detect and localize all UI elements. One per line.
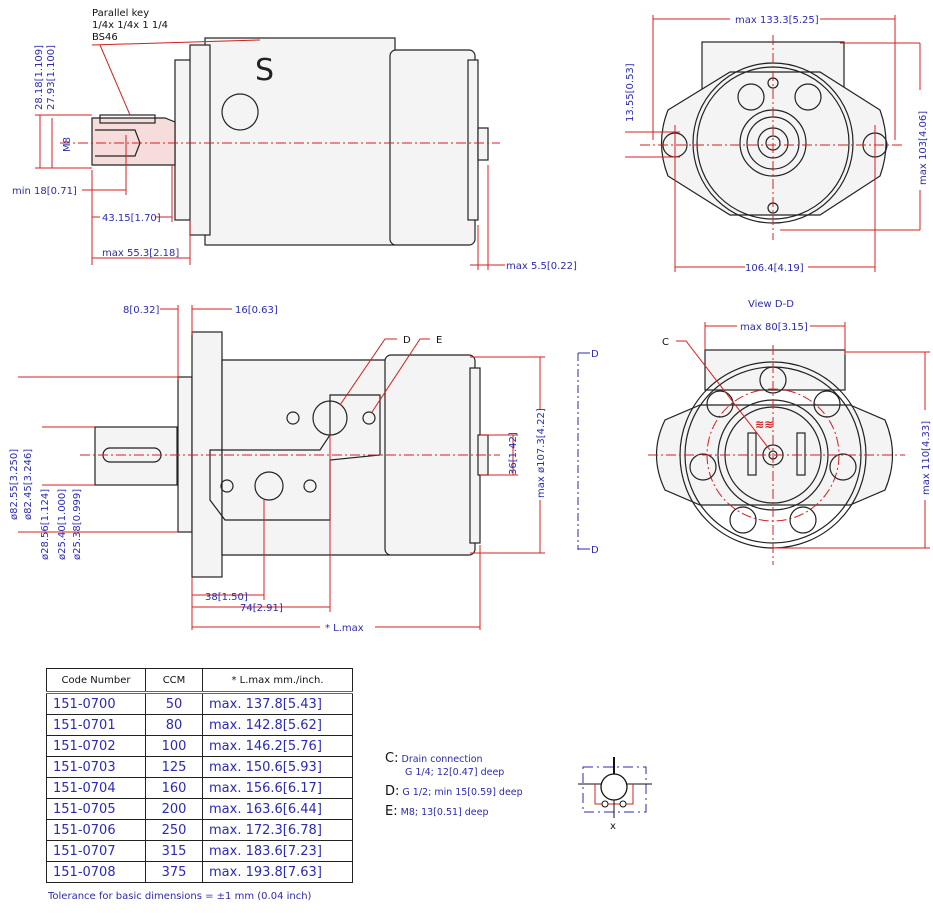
section-d-bottom: D <box>591 545 599 556</box>
l-max-cell: max. 150.6[5.93] <box>202 756 353 778</box>
port-e-label: E <box>436 335 442 346</box>
view-d-d: max 133.3[5.25] 13.55[0.53] max 103[4.06… <box>625 15 929 310</box>
code-number-cell: 151-0700 <box>46 692 146 715</box>
port-c-label: C <box>662 337 669 348</box>
code-number-cell: 151-0704 <box>46 777 146 799</box>
ccm-cell: 315 <box>145 840 203 862</box>
dim-d28-56: ø28.56[1.124] <box>40 489 51 560</box>
dim-max-103: max 103[4.06] <box>918 111 929 185</box>
l-max-cell: max. 142.8[5.62] <box>202 714 353 736</box>
legend-d-text: G 1/2; min 15[0.59] deep <box>402 787 523 798</box>
dim-max-5-5: max 5.5[0.22] <box>506 261 577 272</box>
legend-d-key: D: <box>385 784 400 799</box>
code-number-cell: 151-0702 <box>46 735 146 757</box>
legend-e-key: E: <box>385 804 398 819</box>
code-number-cell: 151-0705 <box>46 798 146 820</box>
dim-max-110: max 110[4.33] <box>921 421 932 495</box>
l-max-cell: max. 163.6[6.44] <box>202 798 353 820</box>
dim-max-d107-3: max ø107.3[4.22] <box>536 408 547 498</box>
dim-38: 38[1.50] <box>205 592 248 603</box>
tolerance-note: Tolerance for basic dimensions = ±1 mm (… <box>48 891 312 902</box>
header-l-max: * L.max mm./inch. <box>202 668 353 694</box>
code-number-cell: 151-0701 <box>46 714 146 736</box>
brand-logo-icon: ≋≋ <box>755 418 773 431</box>
legend-c-line1: Drain connection <box>401 754 483 765</box>
section-d-top: D <box>591 349 599 360</box>
dim-8: 8[0.32] <box>123 305 160 316</box>
dim-d25-40: ø25.40[1.000] <box>57 489 68 560</box>
ccm-cell: 160 <box>145 777 203 799</box>
dim-36: 36[1.42] <box>508 432 519 475</box>
port-d-label: D <box>403 335 411 346</box>
key-size: 1/4x 1/4x 1 1/4 <box>92 20 168 31</box>
ccm-cell: 200 <box>145 798 203 820</box>
l-max-cell: max. 137.8[5.43] <box>202 692 353 715</box>
ccm-cell: 100 <box>145 735 203 757</box>
dim-max-133-3: max 133.3[5.25] <box>735 15 819 26</box>
l-max-cell: max. 183.6[7.23] <box>202 840 353 862</box>
ccm-cell: 125 <box>145 756 203 778</box>
dim-43-15: 43.15[1.70] <box>102 213 161 224</box>
dim-74: 74[2.91] <box>240 603 283 614</box>
bolt-holes <box>689 366 857 534</box>
key-label: Parallel key <box>92 8 149 19</box>
dim-max-55-3: max 55.3[2.18] <box>102 248 179 259</box>
dim-m8: M8 <box>62 137 73 152</box>
dim-d82-45: ø82.45[3.246] <box>23 449 34 520</box>
code-number-cell: 151-0708 <box>46 861 146 883</box>
header-ccm: CCM <box>145 668 203 694</box>
legend-e-text: M8; 13[0.51] deep <box>400 807 489 818</box>
dim-27-93: 27.93[1.100] <box>46 45 57 110</box>
dim-d25-38: ø25.38[0.999] <box>72 489 83 560</box>
dim-d82-55: ø82.55[3.250] <box>9 449 20 520</box>
l-max-cell: max. 156.6[6.17] <box>202 777 353 799</box>
drain-x-label: x <box>610 821 616 832</box>
code-number-cell: 151-0706 <box>46 819 146 841</box>
dim-28-18: 28.18[1.109] <box>34 45 45 110</box>
logo-s-icon: S <box>255 53 274 88</box>
legend-c-key: C: <box>385 751 399 766</box>
code-number-table: Code Number CCM * L.max mm./inch. 151-07… <box>46 668 353 883</box>
hydraulic-motor-symbol-icon: x <box>578 757 652 832</box>
dim-16: 16[0.63] <box>235 305 278 316</box>
ccm-cell: 375 <box>145 861 203 883</box>
code-number-cell: 151-0707 <box>46 840 146 862</box>
middle-side-view: 8[0.32] 16[0.63] ø82.55[3.250] ø82.45[3.… <box>9 305 599 634</box>
shaft-section <box>91 117 176 166</box>
motor-body <box>204 37 396 246</box>
dim-13-55: 13.55[0.53] <box>625 63 636 122</box>
l-max-cell: max. 172.3[6.78] <box>202 819 353 841</box>
l-max-cell: max. 193.8[7.63] <box>202 861 353 883</box>
view-d-d-title: View D-D <box>748 299 794 310</box>
dim-min-18: min 18[0.71] <box>12 186 77 197</box>
front-view: ≋≋ C max 80[3.15] max 110[4.33] <box>648 322 932 565</box>
header-code-number: Code Number <box>46 668 146 694</box>
ccm-cell: 50 <box>145 692 203 715</box>
dim-106-4: 106.4[4.19] <box>745 263 804 274</box>
top-side-view: S Parallel key 1/4x 1/4x 1 1/4 BS46 28.1… <box>12 8 577 272</box>
legend-c-line2: G 1/4; 12[0.47] deep <box>405 767 505 778</box>
code-number-cell: 151-0703 <box>46 756 146 778</box>
l-max-cell: max. 146.2[5.76] <box>202 735 353 757</box>
key-standard: BS46 <box>92 32 118 43</box>
dim-l-max: * L.max <box>325 623 364 634</box>
dim-max-80: max 80[3.15] <box>740 322 808 333</box>
ccm-cell: 250 <box>145 819 203 841</box>
motor-end-cap <box>389 49 476 246</box>
port-legend: C: Drain connection G 1/4; 12[0.47] deep… <box>385 752 523 819</box>
ccm-cell: 80 <box>145 714 203 736</box>
